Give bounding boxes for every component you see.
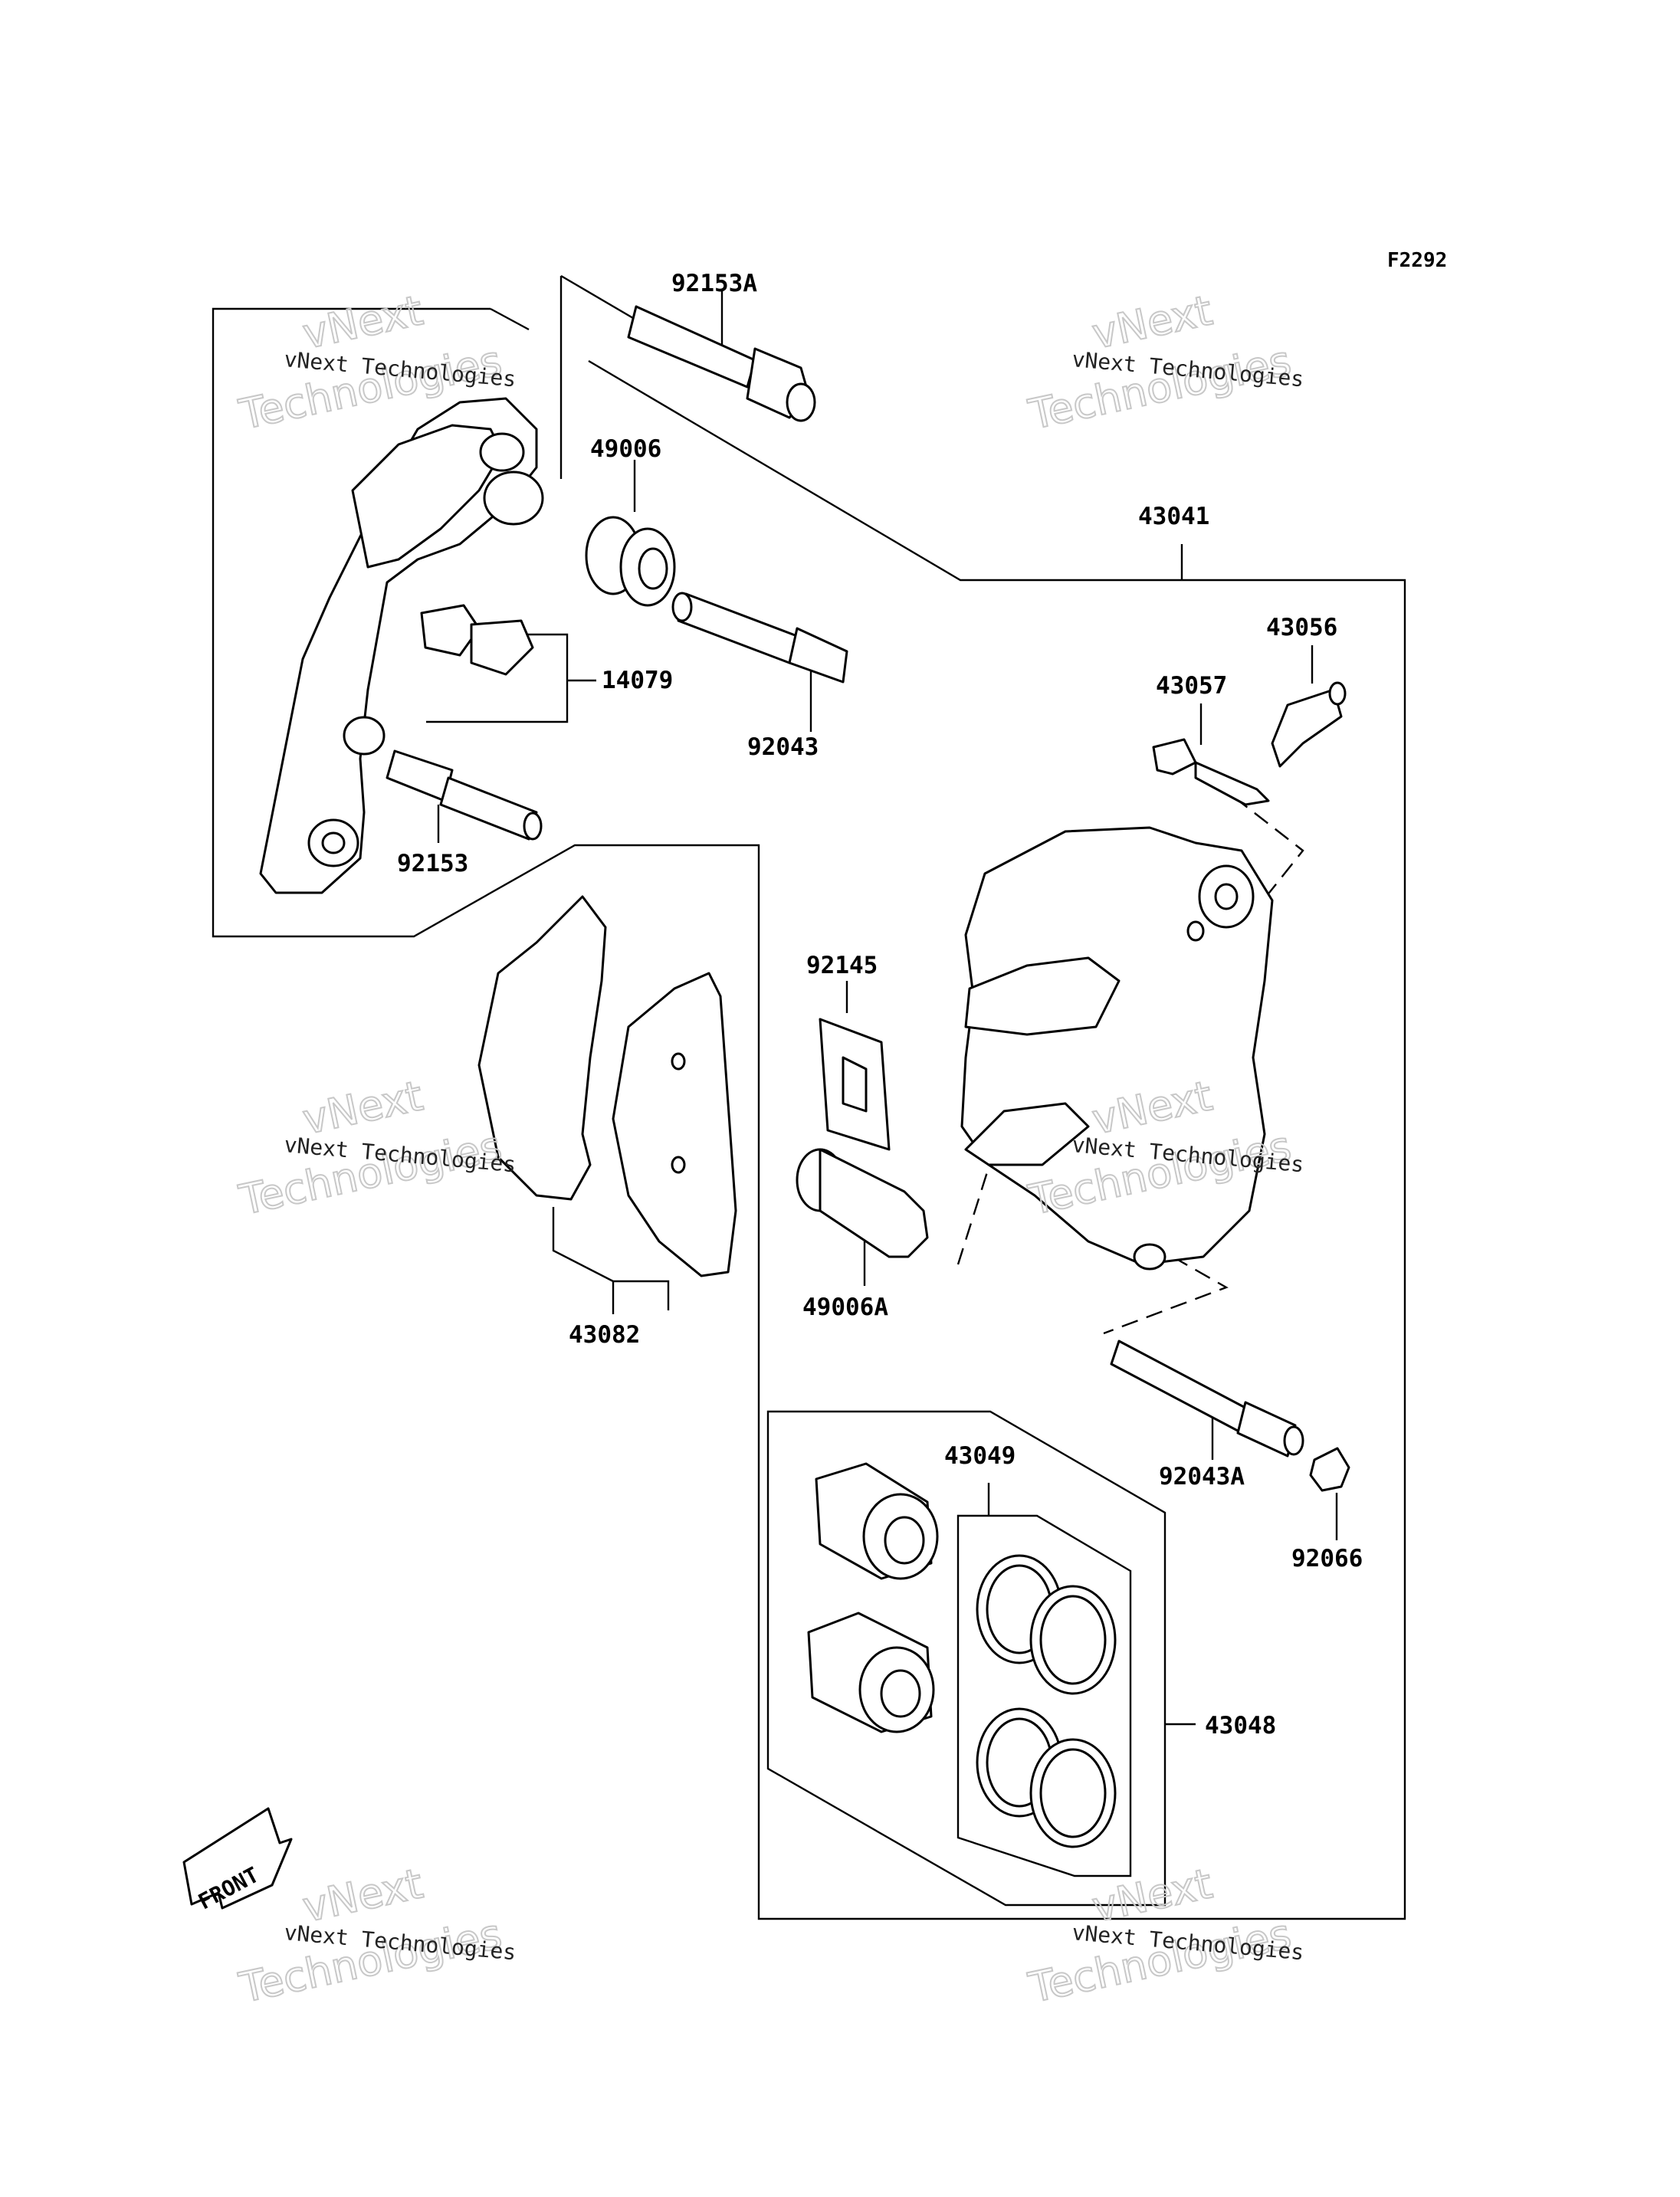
label-92153A: 92153A (671, 270, 757, 297)
watermark-big-2: Technologies (1025, 336, 1295, 439)
plug-92066 (1309, 1447, 1350, 1492)
label-92145: 92145 (806, 952, 878, 979)
boot-49006 (585, 516, 676, 607)
leader-43082 (552, 1207, 670, 1314)
leader-14079 (426, 633, 596, 723)
label-14079: 14079 (602, 667, 673, 694)
pin-92043 (671, 592, 848, 684)
bolt-92153A (627, 305, 816, 422)
pistons-43048 (807, 1462, 939, 1733)
label-92153: 92153 (397, 850, 468, 877)
watermark-2: vNext Technologies vNext Technologies (1024, 285, 1305, 440)
label-43082: 43082 (569, 1321, 640, 1349)
label-43048: 43048 (1205, 1712, 1276, 1740)
pin-92153 (386, 749, 543, 841)
bleeder-43056 (1271, 681, 1347, 768)
watermark-5: vNext Technologies vNext Technologies (235, 1858, 517, 2013)
watermark-big-1: vNext (299, 286, 427, 358)
watermark-big-1: vNext (299, 1859, 427, 1931)
watermark-big-2: Technologies (1025, 1910, 1295, 2012)
mounting-bracket (259, 397, 544, 894)
seals-43049 (976, 1554, 1117, 1848)
label-92043: 92043 (747, 733, 819, 761)
caliper-body-43041 (960, 826, 1274, 1271)
reference-code: F2292 (1387, 249, 1447, 272)
spring-92145 (819, 1018, 891, 1151)
watermark-big-2: Technologies (235, 1122, 506, 1225)
front-arrow-icon: FRONT (182, 1807, 293, 1914)
label-92066: 92066 (1291, 1545, 1363, 1572)
label-43041: 43041 (1138, 503, 1209, 530)
label-92043A: 92043A (1159, 1463, 1245, 1490)
watermark-3: vNext Technologies vNext Technologies (235, 1071, 517, 1225)
assembly-line-bleeder (1233, 796, 1304, 909)
label-43056: 43056 (1266, 614, 1337, 641)
watermark-big-1: vNext (299, 1071, 427, 1143)
label-49006A: 49006A (802, 1294, 888, 1321)
seal-kit-frame (956, 1514, 1132, 1877)
label-43057: 43057 (1156, 672, 1227, 700)
watermark-big-1: vNext (1088, 1859, 1216, 1931)
bracket-group-frame (212, 307, 1406, 1920)
watermark-big-2: Technologies (235, 1910, 506, 2012)
boot-49006A (796, 1148, 929, 1258)
assembly-line-pad-pin (1103, 1255, 1229, 1335)
watermark-6: vNext Technologies vNext Technologies (1024, 1858, 1305, 2013)
bracket-frame-top (490, 307, 530, 331)
cap-43057 (1152, 738, 1270, 806)
label-49006: 49006 (590, 435, 661, 463)
watermark-big-1: vNext (1088, 286, 1216, 358)
pin-92043A (1110, 1340, 1304, 1458)
label-43049: 43049 (944, 1442, 1016, 1470)
pads-43082 (477, 895, 737, 1277)
piston-kit-frame (766, 1410, 1166, 1907)
clips-14079 (420, 604, 534, 676)
